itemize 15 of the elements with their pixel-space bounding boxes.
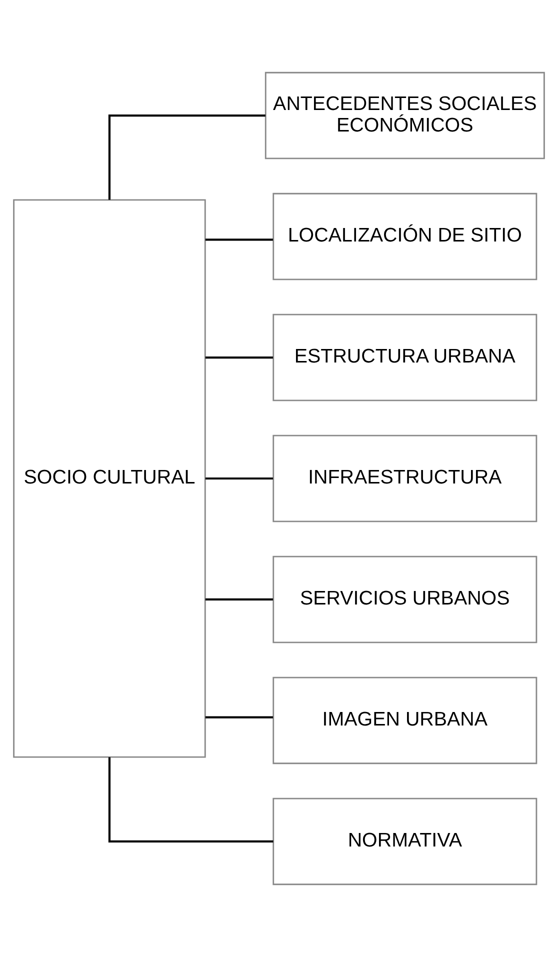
node-box: INFRAESTRUCTURA	[272, 434, 538, 522]
node-box: SOCIO CULTURAL	[13, 199, 206, 758]
connector	[205, 477, 273, 480]
node-box: NORMATIVA	[272, 798, 538, 886]
connector	[205, 356, 273, 359]
node-box: ANTECEDENTES SOCIALES ECONÓMICOS	[264, 72, 545, 160]
node-box: SERVICIOS URBANOS	[272, 556, 538, 644]
connector	[205, 238, 273, 241]
connector	[108, 757, 274, 843]
node-box: LOCALIZACIÓN DE SITIO	[272, 192, 538, 280]
node-box: IMAGEN URBANA	[272, 676, 538, 764]
node-box: ESTRUCTURA URBANA	[272, 314, 538, 402]
connector	[108, 114, 266, 200]
connector	[205, 716, 273, 718]
connector	[205, 598, 273, 601]
